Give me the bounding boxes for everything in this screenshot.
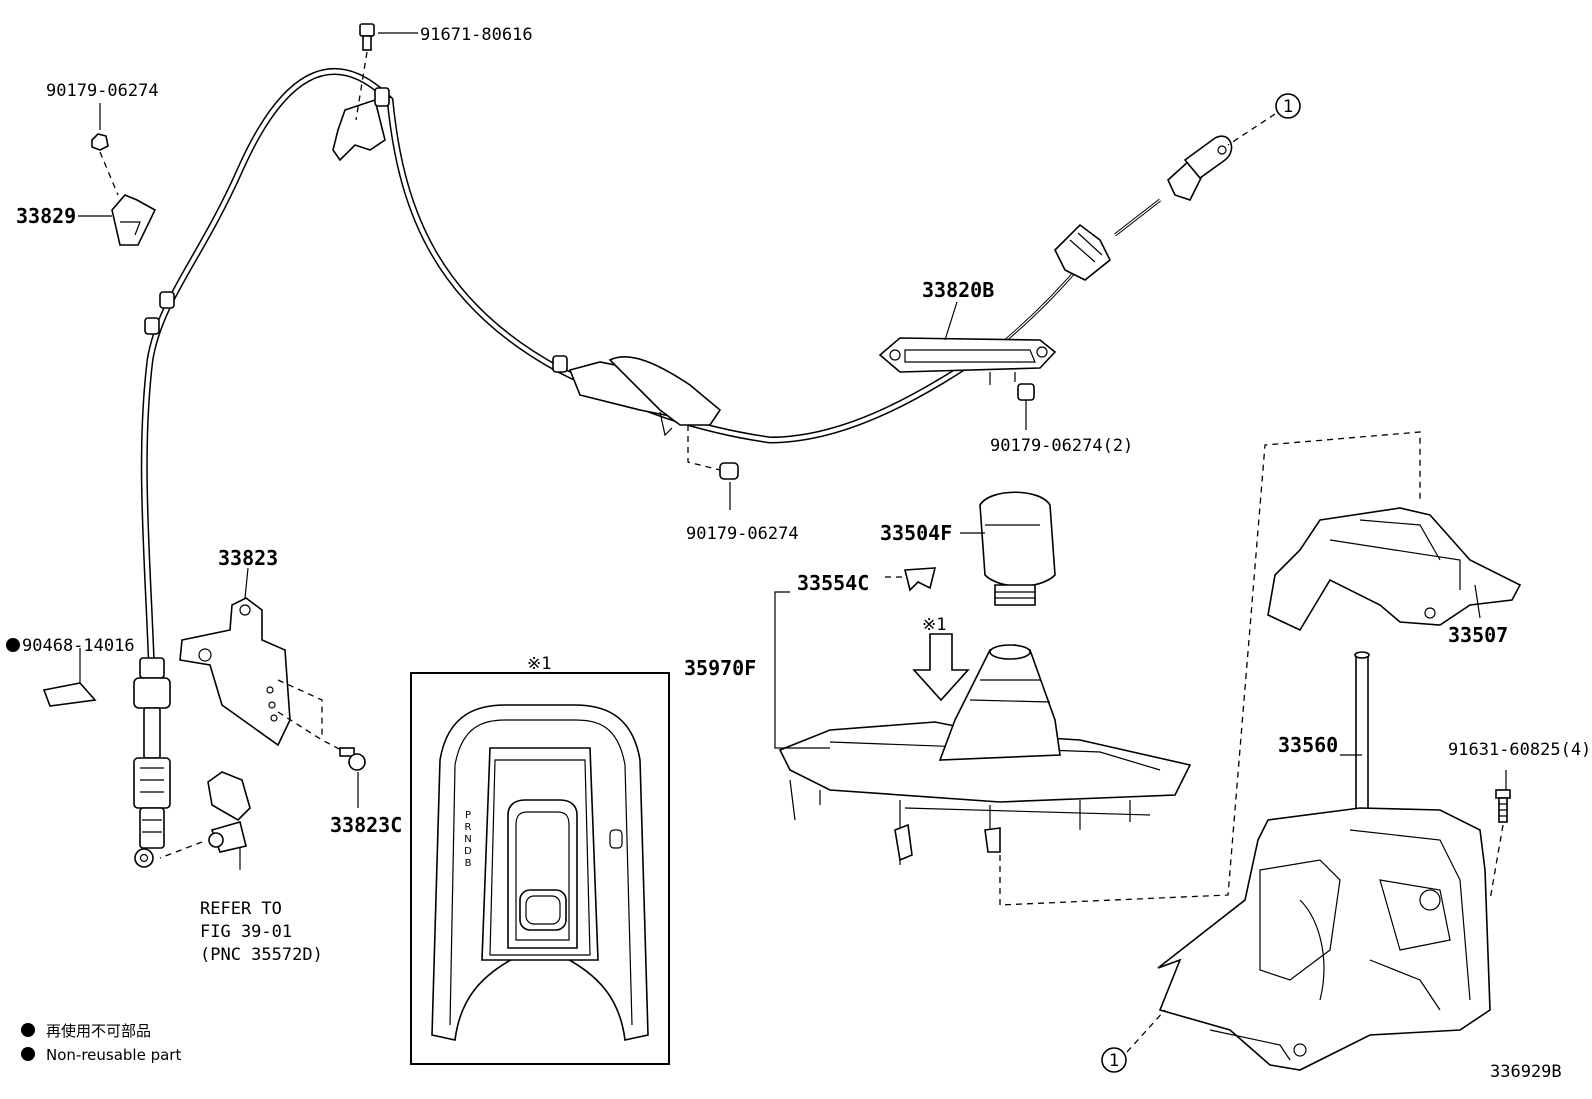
svg-text:1: 1 [1283,97,1293,117]
leader-35970f [774,591,830,749]
label-33820b: 33820B [922,278,994,302]
dashed-link-console [999,431,1421,906]
clip-90468 [42,682,97,707]
bracket-33823 [179,597,346,753]
legend-text-en: Non-reusable part [46,1046,181,1064]
label-33823c: 33823C [330,813,402,837]
diagram-id: 336929B [1490,1062,1562,1082]
label-33829: 33829 [16,204,76,228]
leader-lines [78,32,1507,808]
label-33823: 33823 [218,546,278,570]
shift-pos-n: N [464,834,471,845]
nut-90179-top [91,133,119,196]
label-91671-80616: 91671-80616 [420,25,533,45]
label-90468-14016: 90468-14016 [22,636,135,656]
shift-pos-p: P [465,810,471,821]
label-33507: 33507 [1448,623,1508,647]
shift-pos-b: B [465,858,472,869]
label-91631-60825-4: 91631-60825(4) [1448,740,1591,760]
cable-bracket-lower [159,771,251,870]
circle-ref-top: 1 [1227,93,1301,146]
arrow-ref-mark: ※1 [922,615,946,635]
inset-ref-mark: ※1 [527,654,551,674]
non-reusable-dot [6,638,20,652]
circle-ref-bottom: 1 [1101,1009,1166,1073]
label-90179-06274-2: 90179-06274(2) [990,436,1133,456]
legend-dot-jp [21,1023,35,1037]
bolt-91671 [355,23,375,121]
shift-knob-33504f [979,491,1056,606]
bolt-91631 [1489,789,1511,901]
refer-to-line2: FIG 39-01 [200,922,292,942]
console-panel-35970f [778,644,1192,865]
label-33504f: 33504F [880,521,952,545]
direction-arrow [912,633,970,702]
svg-text:1: 1 [1109,1051,1119,1071]
legend-dot-en [21,1047,35,1061]
label-90179-06274-top: 90179-06274 [46,81,159,101]
shift-cable [133,68,1233,868]
bolt-33823c [339,747,366,771]
cable-bracket-plate [878,337,1057,385]
nut-90179-mid [687,425,739,480]
shift-lever-33560 [1157,651,1491,1071]
refer-to-line1: REFER TO [200,899,282,919]
label-33560: 33560 [1278,733,1338,757]
clip-33829 [111,194,157,246]
legend-text-jp: 再使用不可部品 [46,1022,151,1040]
label-90179-06274-mid: 90179-06274 [686,524,799,544]
legend: 再使用不可部品 Non-reusable part [21,1022,181,1064]
refer-to-line3: (PNC 35572D) [200,945,323,965]
label-35970f: 35970F [684,656,756,680]
label-33554c: 33554C [797,571,869,595]
housing-33507 [1267,507,1522,632]
shift-pos-r: R [465,822,472,833]
inset-detail-box: P R N D B [410,672,670,1065]
shift-pos-d: D [464,846,472,857]
clip-33554c [885,567,937,592]
nut-90179-2 [1017,383,1035,401]
